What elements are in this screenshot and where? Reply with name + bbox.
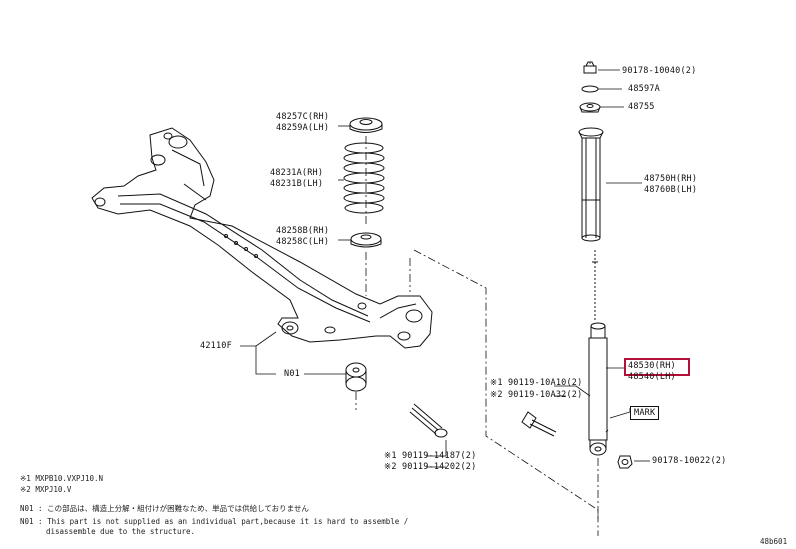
label-42110F: 42110F [200, 341, 232, 351]
label-90178-10022: 90178-10022(2) [652, 456, 727, 466]
highlight-box [624, 358, 690, 376]
label-90119-14202: ※2 90119-14202(2) [384, 462, 477, 472]
note-n01-english-1: N01 : This part is not supplied as an in… [20, 517, 409, 526]
label-48259A: 48259A(LH) [276, 123, 330, 133]
label-48750H: 48750H(RH) [644, 174, 698, 184]
coil-spring-48231A[interactable] [343, 142, 385, 214]
bolt-90119-14187[interactable] [409, 403, 448, 438]
nut-90178-10022[interactable] [617, 455, 633, 469]
shock-absorber-48530[interactable] [588, 250, 609, 456]
upper-mount-48750H[interactable] [578, 127, 604, 242]
label-washer-48597A: 48597A [628, 84, 660, 94]
upper-insulator-48257C[interactable] [349, 117, 383, 133]
bushing-n01[interactable] [345, 362, 367, 392]
figure-code: 48b601 [760, 537, 788, 546]
label-90119-14187: ※1 90119-14187(2) [384, 451, 477, 461]
label-48530-highlighted[interactable]: 48530(RH) [628, 361, 676, 371]
label-48231A: 48231A(RH) [270, 168, 324, 178]
axle-beam-42110F[interactable] [91, 127, 433, 349]
label-48257C: 48257C(RH) [276, 112, 330, 122]
label-90119-10A32: ※2 90119-10A32(2) [490, 390, 583, 400]
lower-insulator-48258B[interactable] [350, 232, 382, 248]
note-n01-english-2: disassemble due to the structure. [46, 527, 196, 536]
label-cushion-48755: 48755 [628, 102, 655, 112]
label-48258B: 48258B(RH) [276, 226, 330, 236]
label-48231B: 48231B(LH) [270, 179, 324, 189]
label-90119-10A10: ※1 90119-10A10(2) [490, 378, 583, 388]
note-applicability-2: ※2 MXPJ10.V [20, 485, 72, 494]
note-applicability-1: ※1 MXPB10.VXPJ10.N [20, 474, 104, 483]
washer-48597A[interactable] [581, 85, 599, 93]
label-N01: N01 [284, 369, 300, 379]
label-48258C: 48258C(LH) [276, 237, 330, 247]
label-mark: MARK [630, 406, 660, 420]
bolt-90119-10A10[interactable] [521, 411, 557, 437]
label-48540: 48540(LH) [628, 372, 676, 382]
label-48760B: 48760B(LH) [644, 185, 698, 195]
cushion-48755[interactable] [579, 102, 601, 113]
note-n01-japanese: N01 : この部品は、構造上分解・組付けが困難なため、単品では供給しておりませ… [20, 504, 309, 513]
label-nut-90178-10040: 90178-10040(2) [622, 66, 697, 76]
